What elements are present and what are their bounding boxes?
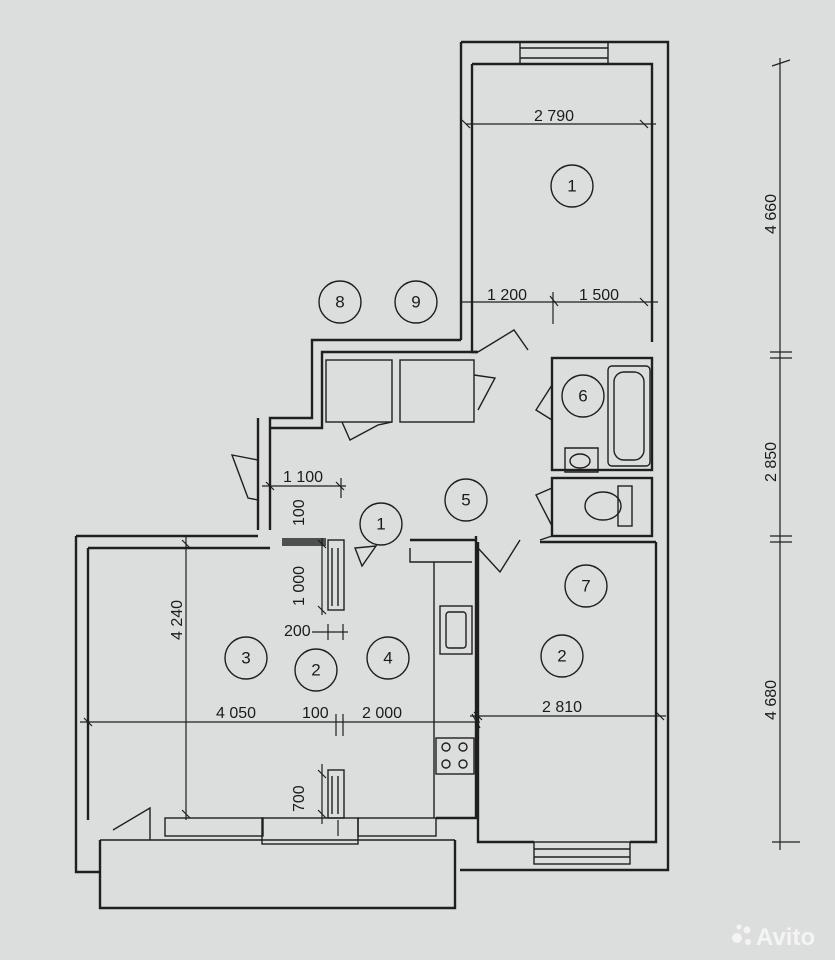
dim-bed1-right: 1 500 (579, 287, 619, 304)
entrance-door (230, 454, 259, 501)
dim-partition-100: 100 (302, 705, 329, 722)
dim-partition-1000: 1 000 (291, 566, 308, 606)
stove (435, 737, 475, 775)
dim-small-100: 100 (291, 499, 308, 526)
avito-logo-icon (732, 933, 742, 943)
hatched-wall (282, 538, 326, 546)
toilet-room (550, 476, 654, 538)
window-bedroom2 (533, 841, 631, 865)
partition-lower (327, 769, 345, 819)
washbasin (564, 447, 599, 473)
dim-bed2-width: 2 810 (542, 699, 582, 716)
toilet (617, 485, 633, 527)
dim-living-height: 4 240 (169, 600, 186, 640)
dim-bed1-left: 1 200 (487, 287, 527, 304)
walls (74, 40, 670, 910)
room-number-2-center: 2 (311, 661, 320, 680)
closet-9 (399, 359, 475, 423)
room-number-7: 7 (581, 577, 590, 596)
dim-bed1-width: 2 790 (534, 108, 574, 125)
room-labels: 1 8 9 6 5 1 7 3 2 4 2 (224, 164, 608, 692)
room-number-1-hall: 1 (376, 515, 385, 534)
dim-kitchen-width: 2 000 (362, 705, 402, 722)
room-number-4: 4 (383, 649, 392, 668)
bathtub (607, 365, 651, 467)
bathroom (550, 356, 654, 472)
window-kitchen (357, 817, 437, 837)
window-living (164, 817, 264, 837)
room-number-9: 9 (411, 293, 420, 312)
room-number-2-bedroom: 2 (557, 647, 566, 666)
avito-watermark: Avito (732, 924, 815, 951)
room-number-5: 5 (461, 491, 470, 510)
dim-partition-700: 700 (291, 785, 308, 812)
dimension-lines (80, 58, 800, 850)
dim-partition-200: 200 (284, 623, 311, 640)
room-number-3: 3 (241, 649, 250, 668)
closet-8 (325, 359, 393, 423)
room-number-6: 6 (578, 387, 587, 406)
room-number-1-bedroom: 1 (567, 177, 576, 196)
window-top (519, 41, 609, 65)
dim-right-mid: 2 850 (763, 442, 780, 482)
room-number-8: 8 (335, 293, 344, 312)
dim-right-bottom: 4 680 (763, 680, 780, 720)
avito-watermark-text: Avito (756, 924, 815, 951)
dim-living-width: 4 050 (216, 705, 256, 722)
dim-hall-width: 1 100 (283, 469, 323, 486)
balcony (98, 840, 457, 910)
kitchen-sink (439, 605, 473, 655)
partition-upper (327, 539, 345, 611)
dim-right-top: 4 660 (763, 194, 780, 234)
